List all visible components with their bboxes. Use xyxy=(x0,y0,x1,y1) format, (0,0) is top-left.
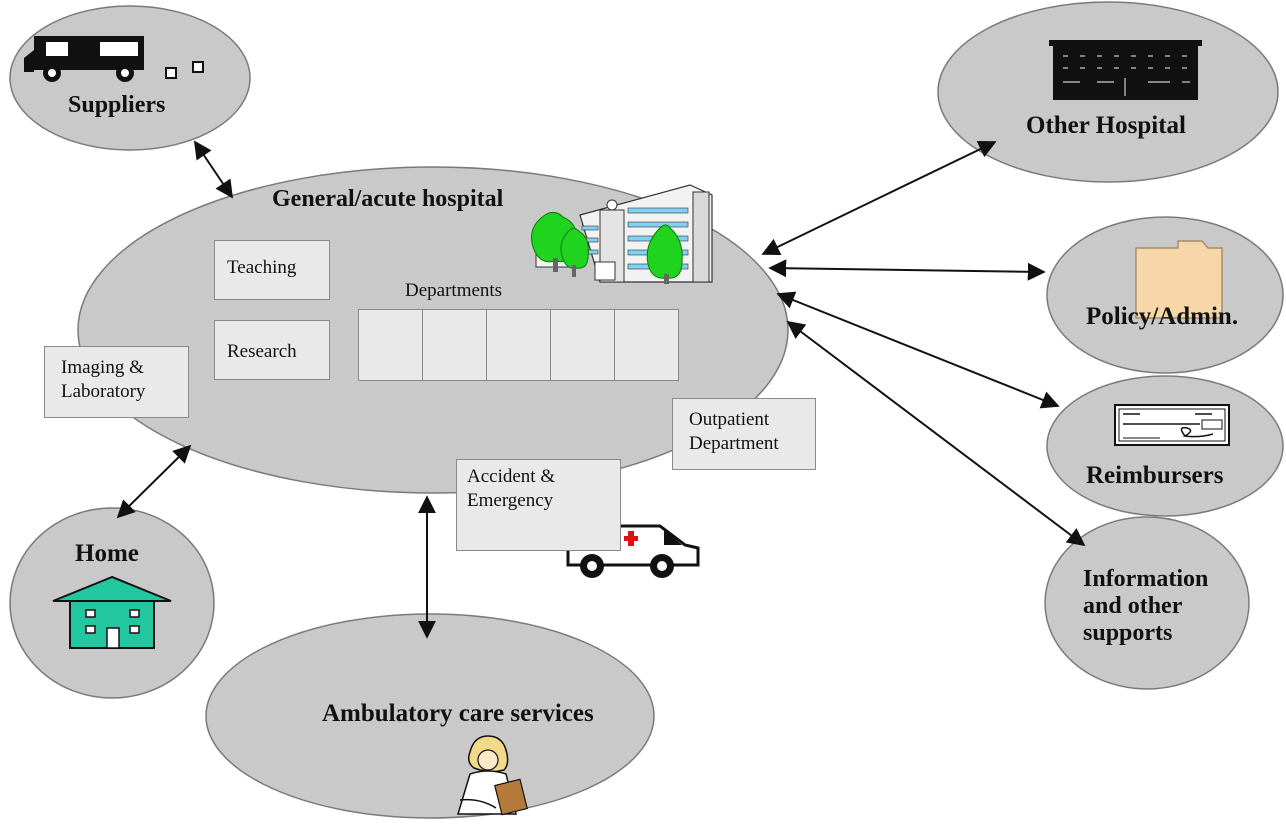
information-label-line2: and other xyxy=(1083,593,1183,619)
department-cell xyxy=(358,309,423,381)
reimbursers-label: Reimbursers xyxy=(1086,462,1224,489)
teaching-label: Teaching xyxy=(227,257,297,278)
information-label-line1: Information xyxy=(1083,566,1209,592)
imaging-label-line2: Laboratory xyxy=(61,380,146,402)
arrow-other-hospital xyxy=(761,140,997,256)
teaching-box: Teaching xyxy=(214,240,330,300)
imaging-label-line1: Imaging & xyxy=(61,357,144,378)
arrow-information xyxy=(786,320,1086,547)
information-node xyxy=(1044,516,1250,690)
ambulatory-label: Ambulatory care services xyxy=(322,700,594,727)
house-icon xyxy=(52,575,172,649)
department-cell xyxy=(550,309,615,381)
accident-label-line1: Accident & xyxy=(467,466,556,487)
arrow-home xyxy=(116,444,192,519)
other-hospital-label: Other Hospital xyxy=(1026,112,1186,139)
accident-label-line2: Emergency xyxy=(467,489,554,511)
nurse-icon xyxy=(456,735,528,816)
imaging-box: Imaging & Laboratory xyxy=(44,346,189,418)
delivery-truck-icon xyxy=(24,36,204,82)
outpatient-label-line1: Outpatient xyxy=(689,409,770,430)
research-box: Research xyxy=(214,320,330,380)
folder-icon xyxy=(1135,240,1223,319)
policy-label: Policy/Admin. xyxy=(1086,303,1239,330)
departments-grid xyxy=(358,309,679,381)
research-label: Research xyxy=(227,341,297,362)
department-cell xyxy=(422,309,487,381)
building-icon xyxy=(1049,40,1202,100)
accident-box: Accident & Emergency xyxy=(456,459,621,551)
hospital-building-icon xyxy=(531,184,713,284)
arrow-suppliers xyxy=(193,140,234,199)
outpatient-label-line2: Department xyxy=(689,432,779,454)
department-cell xyxy=(614,309,679,381)
cheque-icon xyxy=(1114,404,1230,446)
suppliers-label: Suppliers xyxy=(68,92,166,118)
arrow-policy xyxy=(768,259,1046,281)
outpatient-box: Outpatient Department xyxy=(672,398,816,470)
arrow-reimbursers xyxy=(776,291,1060,409)
hub-title: General/acute hospital xyxy=(272,186,504,212)
information-label-line3: supports xyxy=(1083,620,1173,646)
home-label: Home xyxy=(75,540,139,567)
information-label: Information and other supports xyxy=(1083,566,1208,647)
department-cell xyxy=(486,309,551,381)
departments-label: Departments xyxy=(405,280,503,301)
ambulance-icon xyxy=(566,524,700,578)
